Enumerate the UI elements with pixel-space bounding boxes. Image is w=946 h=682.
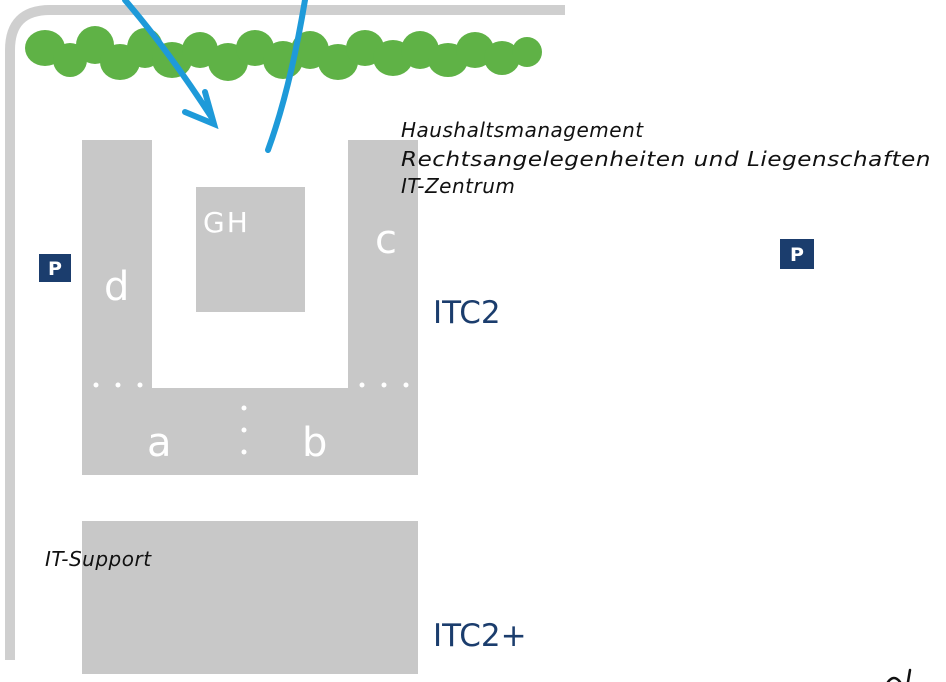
parking-symbol-right: P — [790, 244, 804, 266]
route-arrow-head — [182, 89, 219, 130]
parking-marker-left: P — [39, 254, 71, 282]
building-itc2 — [82, 140, 418, 475]
building-itc2-plus — [82, 521, 418, 674]
annotation-it-zentrum: IT-Zentrum — [401, 174, 515, 198]
annotation-haushaltsmanagement: Haushaltsmanagement — [401, 118, 644, 142]
annotation-rechtsangelegenheiten: Rechtsangelegenheiten und Liegenschaften — [401, 147, 931, 171]
parking-marker-right: P — [780, 239, 814, 269]
route-arrows — [122, 0, 308, 153]
annotation-it-support: IT-Support — [45, 547, 152, 571]
complex-label-itc2-plus: ITC2+ — [433, 618, 527, 654]
complex-label-itc2: ITC2 — [433, 295, 501, 331]
building-separators — [93, 382, 409, 455]
building-label-gh: GH — [203, 206, 250, 239]
building-gh — [196, 187, 305, 312]
route-arrow-left — [122, 0, 215, 121]
tree-row — [25, 26, 542, 81]
handwriting-fragment — [886, 668, 912, 682]
building-label-d: d — [104, 264, 129, 310]
building-label-b: b — [302, 420, 327, 466]
route-arrow-right — [265, 0, 308, 153]
building-label-c: c — [375, 217, 397, 263]
building-label-a: a — [147, 420, 172, 466]
road-outline — [5, 5, 565, 660]
parking-symbol-left: P — [48, 258, 62, 280]
